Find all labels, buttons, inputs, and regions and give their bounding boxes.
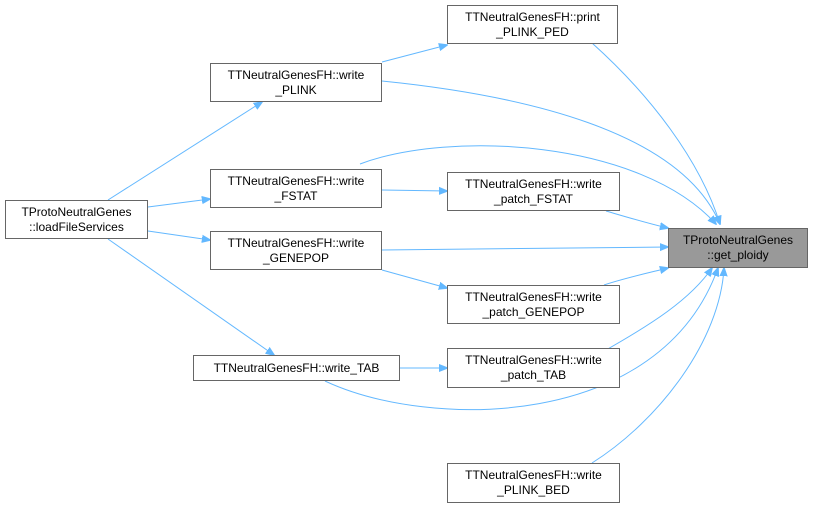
node-write-plink-bed-line2: _PLINK_BED (497, 483, 570, 497)
edge-load-file-services-to-write-genepop (147, 230, 210, 240)
node-print-plink-ped-line2: _PLINK_PED (496, 24, 569, 39)
edge-load-file-services-to-write-plink (107, 102, 262, 201)
node-write-patch-fstat[interactable]: TTNeutralGenesFH::write _patch_FSTAT (447, 172, 620, 211)
edge-write-patch-genepop-to-get-ploidy (603, 268, 668, 286)
edge-write-plink-to-get-ploidy (381, 80, 720, 224)
node-print-plink-ped[interactable]: TTNeutralGenesFH::print _PLINK_PED (447, 5, 618, 44)
node-load-file-services-line1: TProtoNeutralGenes (21, 204, 132, 219)
node-get-ploidy-line2: ::get_ploidy (707, 248, 769, 262)
node-write-plink-line1: TTNeutralGenesFH::write (227, 67, 365, 82)
node-write-patch-tab-line2: _patch_TAB (500, 368, 567, 382)
edge-write-genepop-to-write-patch-genepop (381, 269, 447, 288)
edge-load-file-services-to-write-tab (107, 238, 274, 355)
node-print-plink-ped-line1: TTNeutralGenesFH::print (465, 9, 600, 24)
node-write-fstat-line2: _FSTAT (274, 188, 318, 203)
edge-write-patch-tab-to-get-ploidy (605, 268, 712, 351)
node-write-patch-fstat-line2: _patch_FSTAT (494, 191, 573, 206)
edge-print-plink-ped-to-get-ploidy (591, 42, 720, 224)
node-write-tab-line1: TTNeutralGenesFH::write_TAB (213, 360, 380, 375)
node-load-file-services-line2: ::loadFileServices (29, 219, 124, 234)
edge-load-file-services-to-write-fstat (147, 199, 210, 208)
node-write-patch-genepop-line2: _patch_GENEPOP (482, 304, 585, 319)
node-write-tab[interactable]: TTNeutralGenesFH::write_TAB (193, 355, 400, 381)
edge-write-fstat-to-write-patch-fstat (381, 190, 447, 191)
node-get-ploidy[interactable]: TProtoNeutralGenes ::get_ploidy (668, 228, 808, 268)
edge-write-tab-to-get-ploidy (324, 268, 718, 411)
node-write-patch-fstat-line1: TTNeutralGenesFH::write (465, 176, 602, 191)
node-write-genepop-line1: TTNeutralGenesFH::write (227, 235, 365, 250)
node-write-genepop[interactable]: TTNeutralGenesFH::write _GENEPOP (210, 231, 382, 270)
edge-write-plink-to-print-plink-ped (381, 45, 447, 63)
node-write-fstat[interactable]: TTNeutralGenesFH::write _FSTAT (210, 169, 382, 208)
node-write-patch-genepop[interactable]: TTNeutralGenesFH::write _patch_GENEPOP (447, 285, 620, 324)
edge-write-fstat-to-get-ploidy (359, 145, 716, 224)
node-write-plink-line2: _PLINK (275, 82, 317, 97)
node-write-patch-genepop-line1: TTNeutralGenesFH::write (465, 289, 602, 304)
node-write-patch-tab-line1: TTNeutralGenesFH::write (465, 353, 602, 367)
edge-write-genepop-to-get-ploidy (381, 247, 668, 250)
node-get-ploidy-line1: TProtoNeutralGenes (682, 233, 794, 247)
node-write-plink[interactable]: TTNeutralGenesFH::write _PLINK (210, 63, 382, 102)
node-write-genepop-line2: _GENEPOP (262, 250, 330, 265)
node-write-plink-bed[interactable]: TTNeutralGenesFH::write _PLINK_BED (447, 463, 620, 503)
node-write-plink-bed-line1: TTNeutralGenesFH::write (465, 468, 602, 482)
edge-write-patch-fstat-to-get-ploidy (605, 210, 668, 228)
node-write-fstat-line1: TTNeutralGenesFH::write (227, 173, 365, 188)
node-load-file-services[interactable]: TProtoNeutralGenes ::loadFileServices (5, 200, 148, 239)
node-write-patch-tab[interactable]: TTNeutralGenesFH::write _patch_TAB (447, 348, 620, 388)
edge-write-plink-bed-to-get-ploidy (591, 268, 724, 464)
